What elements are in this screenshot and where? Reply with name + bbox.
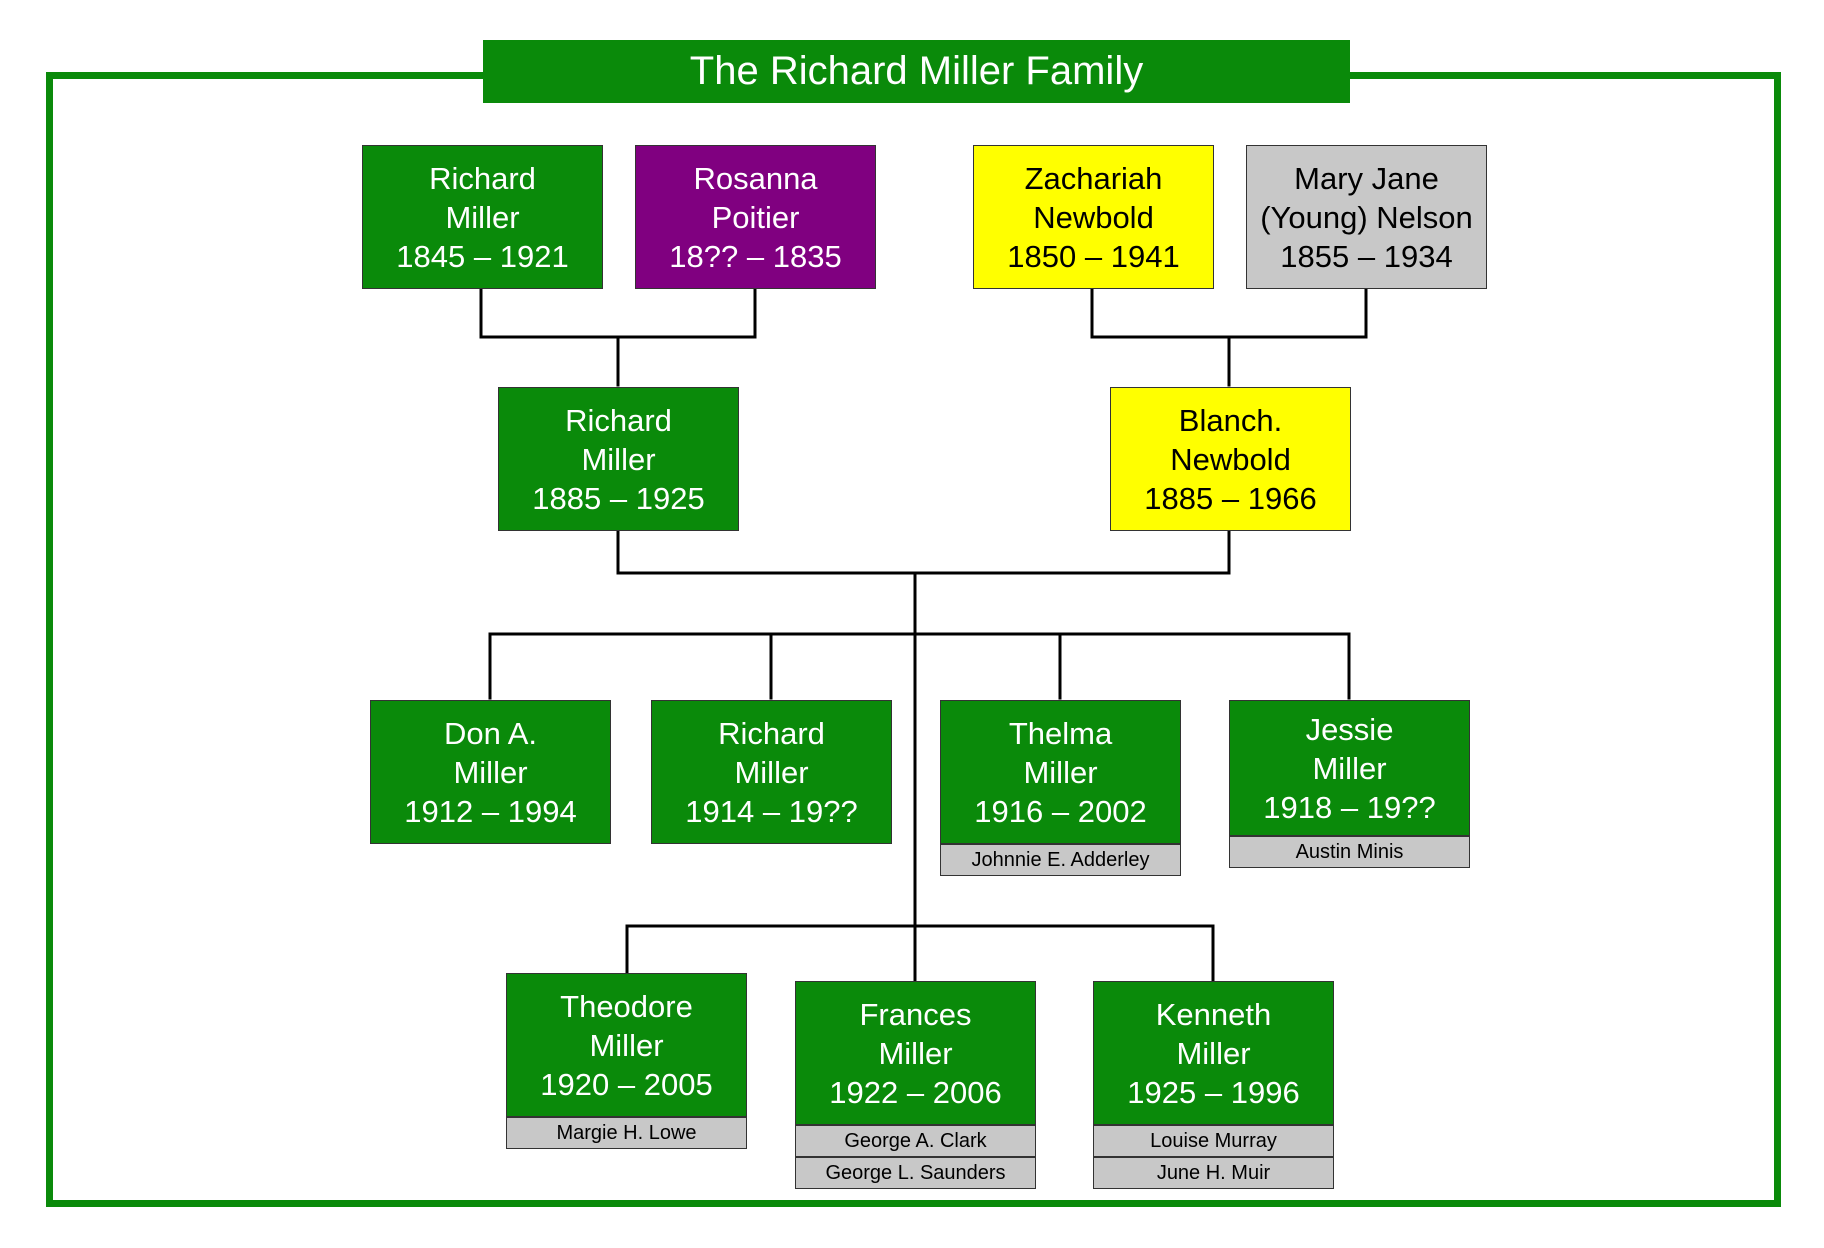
person-last-name: Miller bbox=[1176, 1035, 1251, 1071]
person-box-rosanna-poitier: Rosanna Poitier 18?? – 1835 bbox=[635, 145, 876, 289]
diagram-title: The Richard Miller Family bbox=[483, 40, 1350, 103]
spouse-label-george-saunders: George L. Saunders bbox=[795, 1157, 1036, 1189]
person-years: 1920 – 2005 bbox=[540, 1066, 713, 1102]
person-first-name: Kenneth bbox=[1155, 996, 1272, 1032]
person-first-name: Richard bbox=[718, 715, 825, 751]
person-last-name: Newbold bbox=[1033, 199, 1154, 235]
person-last-name: Newbold bbox=[1170, 441, 1291, 477]
spouse-label-june-muir: June H. Muir bbox=[1093, 1157, 1334, 1189]
person-box-zachariah-newbold: Zachariah Newbold 1850 – 1941 bbox=[973, 145, 1214, 289]
person-last-name: Miller bbox=[589, 1027, 664, 1063]
person-last-name: (Young) Nelson bbox=[1260, 199, 1473, 235]
person-box-blanch-newbold: Blanch. Newbold 1885 – 1966 bbox=[1110, 387, 1351, 531]
person-first-name: Rosanna bbox=[693, 160, 818, 196]
person-last-name: Miller bbox=[878, 1035, 953, 1071]
person-box-richard-miller-1914: Richard Miller 1914 – 19?? bbox=[651, 700, 892, 844]
spouse-label-johnnie-adderley: Johnnie E. Adderley bbox=[940, 844, 1181, 876]
person-last-name: Miller bbox=[1312, 750, 1387, 786]
person-first-name: Thelma bbox=[1008, 715, 1113, 751]
connector-parents bbox=[616, 529, 1231, 928]
person-box-richard-miller-1845: Richard Miller 1845 – 1921 bbox=[362, 145, 603, 289]
person-last-name: Poitier bbox=[711, 199, 800, 235]
person-years: 1912 – 1994 bbox=[404, 793, 577, 829]
spouse-label-margie-lowe: Margie H. Lowe bbox=[506, 1117, 747, 1149]
person-box-frances-miller: Frances Miller 1922 – 2006 bbox=[795, 981, 1036, 1125]
person-years: 1845 – 1921 bbox=[396, 238, 569, 274]
spouse-label-louise-murray: Louise Murray bbox=[1093, 1125, 1334, 1157]
connector-maternal-grandparents bbox=[1090, 287, 1368, 387]
person-last-name: Miller bbox=[453, 754, 528, 790]
person-last-name: Miller bbox=[445, 199, 520, 235]
person-first-name: Mary Jane bbox=[1294, 160, 1439, 196]
person-first-name: Richard bbox=[429, 160, 536, 196]
person-box-theodore-miller: Theodore Miller 1920 – 2005 bbox=[506, 973, 747, 1117]
spouse-label-austin-minis: Austin Minis bbox=[1229, 836, 1470, 868]
person-first-name: Jessie bbox=[1305, 711, 1394, 747]
person-last-name: Miller bbox=[1023, 754, 1098, 790]
person-last-name: Miller bbox=[734, 754, 809, 790]
person-first-name: Theodore bbox=[560, 988, 693, 1024]
person-years: 1925 – 1996 bbox=[1127, 1074, 1300, 1110]
person-years: 18?? – 1835 bbox=[669, 238, 842, 274]
person-box-mary-jane-nelson: Mary Jane (Young) Nelson 1855 – 1934 bbox=[1246, 145, 1487, 289]
connector-children-row2 bbox=[625, 924, 1215, 982]
spouse-label-george-clark: George A. Clark bbox=[795, 1125, 1036, 1157]
person-first-name: Frances bbox=[859, 996, 972, 1032]
person-years: 1916 – 2002 bbox=[974, 793, 1147, 829]
person-years: 1850 – 1941 bbox=[1007, 238, 1180, 274]
person-years: 1885 – 1966 bbox=[1144, 480, 1317, 516]
person-last-name: Miller bbox=[581, 441, 656, 477]
person-box-kenneth-miller: Kenneth Miller 1925 – 1996 bbox=[1093, 981, 1334, 1125]
person-first-name: Richard bbox=[565, 402, 672, 438]
person-years: 1922 – 2006 bbox=[829, 1074, 1002, 1110]
connector-paternal-grandparents bbox=[479, 287, 757, 387]
person-years: 1885 – 1925 bbox=[532, 480, 705, 516]
person-first-name: Blanch. bbox=[1178, 402, 1283, 438]
person-box-don-miller: Don A. Miller 1912 – 1994 bbox=[370, 700, 611, 844]
person-years: 1855 – 1934 bbox=[1280, 238, 1453, 274]
person-box-thelma-miller: Thelma Miller 1916 – 2002 bbox=[940, 700, 1181, 844]
connector-children-row1 bbox=[488, 632, 1351, 700]
person-box-richard-miller-1885: Richard Miller 1885 – 1925 bbox=[498, 387, 739, 531]
person-first-name: Don A. bbox=[443, 715, 538, 751]
person-years: 1914 – 19?? bbox=[685, 793, 858, 829]
person-first-name: Zachariah bbox=[1024, 160, 1163, 196]
person-box-jessie-miller: Jessie Miller 1918 – 19?? bbox=[1229, 700, 1470, 836]
person-years: 1918 – 19?? bbox=[1263, 789, 1436, 825]
